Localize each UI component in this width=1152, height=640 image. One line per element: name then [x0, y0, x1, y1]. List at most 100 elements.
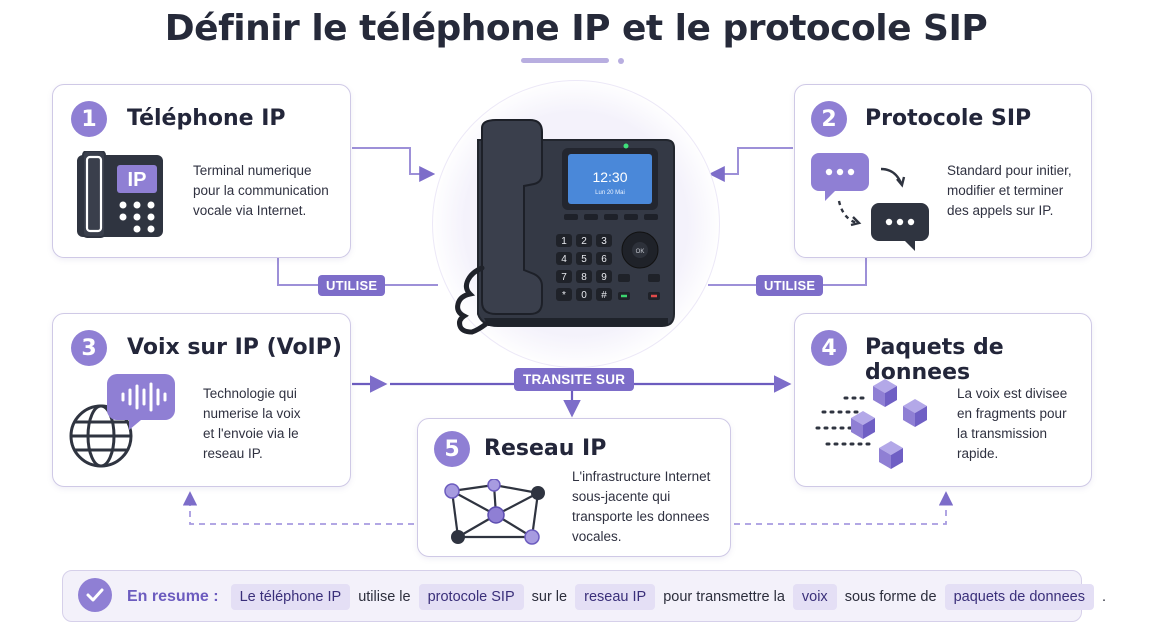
desc-line: sous-jacente qui: [572, 489, 671, 504]
card-ip-network: 5 Reseau IP L'infrastructure: [417, 418, 731, 557]
card-title: Voix sur IP (VoIP): [127, 335, 342, 360]
keypad-key: [576, 234, 592, 247]
desc-line: en fragments pour: [957, 406, 1067, 421]
desc-line: Standard pour initier,: [947, 163, 1072, 178]
summary-chip: voix: [792, 584, 837, 610]
keypad-key-label: 7: [561, 272, 567, 283]
keypad-key: [596, 252, 612, 265]
card-voip: 3 Voix sur IP (VoIP) Technologie qui num…: [52, 313, 351, 487]
card-title: Protocole SIP: [865, 106, 1032, 131]
packet-cube: [851, 411, 875, 439]
summary-text: pour transmettre la: [663, 589, 785, 605]
connector-dashed-return: [182, 491, 954, 525]
connector-card2-phone: [708, 147, 867, 286]
desc-line: vocales.: [572, 529, 622, 544]
desc-line: La voix est divisee: [957, 386, 1068, 401]
packet-cube: [873, 379, 897, 407]
keypad-key: [576, 270, 592, 283]
keypad-key-label: 2: [581, 236, 587, 247]
keypad-key: [576, 252, 592, 265]
data-packets-icon: [815, 374, 939, 484]
desc-line: Terminal numerique: [193, 163, 312, 178]
connector-label-center: TRANSITE SUR: [514, 368, 635, 391]
page-title: Définir le téléphone IP et le protocole …: [164, 8, 988, 49]
desc-line: vocale via Internet.: [193, 203, 307, 218]
card-description: Standard pour initier, modifier et termi…: [947, 161, 1072, 221]
phone-screen-time: 12:30: [592, 169, 627, 185]
desc-line: rapide.: [957, 446, 999, 461]
keypad-key: [556, 252, 572, 265]
summary-text: sous forme de: [844, 589, 937, 605]
card-description: Terminal numerique pour la communication…: [193, 161, 329, 221]
card-number-badge: 3: [71, 330, 107, 366]
card-data-packets: 4 Paquets de donnees La voix est: [794, 313, 1092, 487]
summary-chip: paquets de donnees: [944, 584, 1094, 610]
summary-row: En resume : Le téléphone IP utilise le p…: [127, 571, 1106, 623]
card-description: Technologie qui numerise la voix et l'en…: [203, 384, 301, 464]
card-title: Téléphone IP: [127, 106, 286, 131]
desc-line: reseau IP.: [203, 446, 263, 461]
summary-text: utilise le: [358, 589, 411, 605]
keypad-key: [596, 234, 612, 247]
packet-cube: [903, 399, 927, 427]
card-description: La voix est divisee en fragments pour la…: [957, 384, 1067, 464]
connector-card1-phone: [277, 147, 438, 286]
summary-chip: reseau IP: [575, 584, 656, 610]
checkmark-icon: [78, 578, 112, 612]
phone-keypad: 1 2 3 4 5 6 7 8 9 * 0 #: [556, 234, 612, 301]
keypad-key: [596, 270, 612, 283]
card-number-badge: 5: [434, 431, 470, 467]
keypad-key-label: 6: [601, 254, 607, 265]
keypad-key-label: 8: [581, 272, 587, 283]
handset-cord: [455, 265, 489, 335]
keypad-key-label: #: [601, 290, 607, 301]
chat-bubbles-icon: [811, 149, 929, 257]
desc-line: numerise la voix: [203, 406, 301, 421]
desc-line: transporte les donnees: [572, 509, 710, 524]
keypad-key-label: 3: [601, 236, 607, 247]
summary-chip: protocole SIP: [418, 584, 524, 610]
connector-label-right: UTILISE: [756, 275, 824, 296]
card-number-badge: 4: [811, 330, 847, 366]
summary-chip: Le téléphone IP: [230, 584, 351, 610]
connector-label-left: UTILISE: [318, 275, 386, 296]
keypad-key: [596, 288, 612, 301]
network-graph-icon: [438, 478, 552, 555]
keypad-key: [576, 288, 592, 301]
desc-line: et l'envoie via le: [203, 426, 299, 441]
card-description: L'infrastructure Internet sous-jacente q…: [572, 467, 710, 547]
desc-line: Technologie qui: [203, 386, 297, 401]
desc-line: des appels sur IP.: [947, 203, 1054, 218]
card-number-badge: 2: [811, 101, 847, 137]
keypad-key-label: 5: [581, 254, 587, 265]
keypad-key-label: 9: [601, 272, 607, 283]
keypad-key: [556, 234, 572, 247]
summary-bar: En resume : Le téléphone IP utilise le p…: [62, 570, 1106, 622]
nav-ok-label: OK: [636, 249, 645, 255]
summary-lead: En resume :: [127, 588, 219, 605]
globe-voice-icon: [65, 370, 181, 474]
ip-label: IP: [128, 169, 147, 191]
keypad-key: [556, 270, 572, 283]
keypad-key-label: 4: [561, 254, 567, 265]
card-number-badge: 1: [71, 101, 107, 137]
card-sip-protocol: 2 Protocole SIP Standard pour initier, m…: [794, 84, 1092, 258]
keypad-key-label: 0: [581, 290, 587, 301]
keypad-key-label: 1: [561, 236, 567, 247]
title-underline: [521, 58, 609, 63]
card-title: Reseau IP: [484, 436, 607, 461]
phone-screen-date: Lun 20 Mai: [595, 190, 625, 196]
title-dot: [618, 58, 624, 64]
summary-text: .: [1102, 589, 1107, 605]
keypad-key: [556, 288, 572, 301]
desc-line: pour la communication: [193, 183, 329, 198]
summary-text: sur le: [531, 589, 568, 605]
keypad-key-label: *: [562, 290, 566, 301]
desc-line: la transmission: [957, 426, 1048, 441]
desc-line: modifier et terminer: [947, 183, 1064, 198]
ip-phone-icon: IP: [75, 150, 169, 245]
ip-desk-phone-illustration: 12:30 Lun 20 Mai 1 2 3 4 5 6 7 8 9 * 0 # OK: [455, 119, 675, 335]
desc-line: L'infrastructure Internet: [572, 469, 711, 484]
packet-cube: [879, 441, 903, 469]
card-ip-phone: 1 Téléphone IP IP Terminal numerique pou…: [52, 84, 351, 258]
